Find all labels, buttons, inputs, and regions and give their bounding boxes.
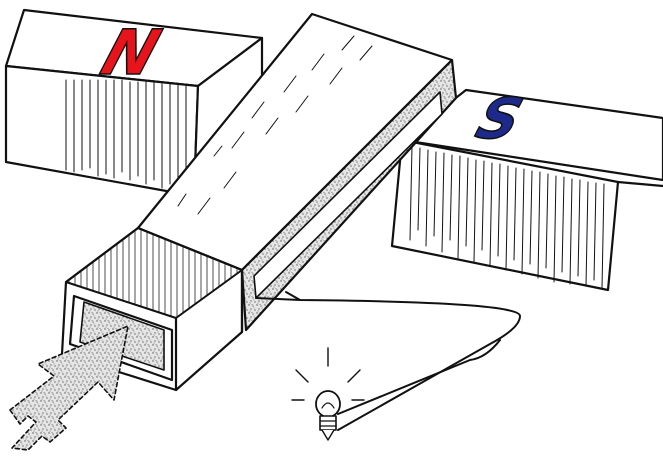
circuit-wire [256,292,520,430]
light-bulb-icon [292,348,364,440]
